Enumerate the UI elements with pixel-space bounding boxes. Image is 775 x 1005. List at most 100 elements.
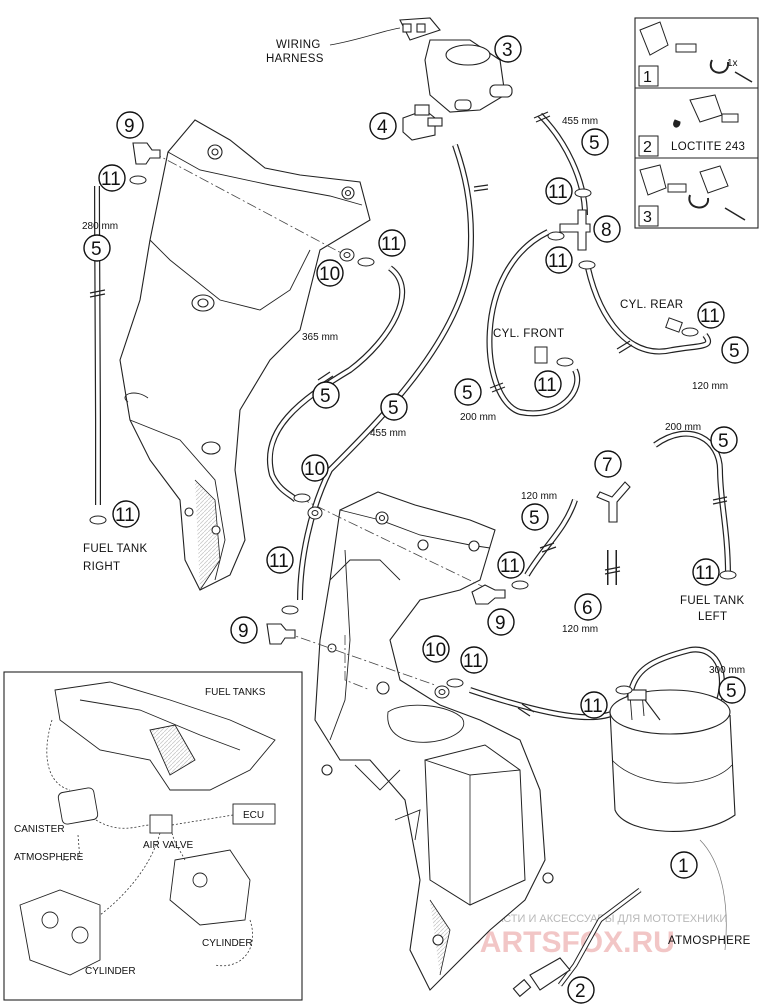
svg-text:5: 5	[726, 681, 737, 702]
svg-text:5: 5	[729, 341, 740, 362]
air-valve-part-3	[329, 17, 513, 113]
hose-clips-part-11	[89, 175, 737, 695]
inset-label-cylinder-right: CYLINDER	[202, 938, 253, 949]
callout-5-f: 5	[721, 336, 749, 364]
callout-11-j: 11	[460, 646, 488, 674]
callout-11-l: 11	[580, 691, 608, 719]
svg-text:10: 10	[304, 459, 325, 480]
callout-11-b: 11	[112, 500, 140, 528]
svg-text:11: 11	[537, 375, 557, 396]
label-cyl-front: CYL. FRONT	[493, 328, 564, 340]
svg-text:5: 5	[462, 383, 473, 404]
hoses-inner	[95, 113, 730, 719]
svg-text:11: 11	[548, 251, 568, 272]
valve-bracket-part-4	[402, 104, 443, 141]
svg-text:5: 5	[529, 508, 540, 529]
label-atmosphere: ATMOSPHERE	[668, 935, 751, 947]
callout-5-g: 5	[710, 426, 738, 454]
svg-text:3: 3	[502, 40, 513, 61]
legend-step-1-note: 1x	[727, 58, 738, 69]
callout-7: 7	[594, 450, 622, 478]
watermark: PARTSFOX.RU ЗАПЧАСТИ И АКСЕССУАРЫ ДЛЯ МО…	[462, 913, 727, 959]
t-piece-part-8	[559, 209, 591, 251]
callout-10-c: 10	[422, 635, 450, 663]
legend-step-2-note: LOCTITE 243	[671, 141, 745, 153]
callout-10-b: 10	[301, 454, 329, 482]
callout-11-k: 11	[692, 558, 720, 586]
callout-3: 3	[494, 35, 522, 63]
fuel-tank-right-shell	[119, 119, 371, 591]
callout-11-g: 11	[534, 370, 562, 398]
hose-lengths: 280 mm 365 mm 455 mm 455 mm 200 mm 120 m…	[82, 116, 745, 676]
length-120-rear: 120 mm	[692, 381, 728, 392]
svg-text:11: 11	[548, 182, 568, 203]
length-120-hose6: 120 mm	[562, 624, 598, 635]
watermark-tagline: ЗАПЧАСТИ И АКСЕССУАРЫ ДЛЯ МОТОТЕХНИКИ	[467, 913, 727, 925]
svg-text:5: 5	[388, 398, 399, 419]
label-fuel-tank-right-1: FUEL TANK	[83, 543, 148, 555]
legend-step-2: 2	[643, 139, 652, 156]
svg-text:10: 10	[425, 640, 446, 661]
callout-1: 1	[670, 851, 698, 879]
callout-11-f: 11	[545, 246, 573, 274]
length-365: 365 mm	[302, 332, 338, 343]
label-cyl-rear: CYL. REAR	[620, 299, 683, 311]
inset-label-cylinder-left: CYLINDER	[85, 966, 136, 977]
svg-text:5: 5	[320, 386, 331, 407]
callout-9-c: 9	[230, 616, 258, 644]
inset-label-fuel-tanks: FUEL TANKS	[205, 687, 266, 698]
length-200-left: 200 mm	[665, 422, 701, 433]
fuel-tank-left-shell	[314, 491, 554, 991]
svg-text:2: 2	[575, 981, 586, 1002]
callout-5-h: 5	[521, 503, 549, 531]
callouts: 1 2 3 4 5 5 5 5 5 5 5 5 5 6 7 8 9 9 9 10…	[83, 35, 749, 1004]
svg-text:5: 5	[589, 133, 600, 154]
length-300: 300 mm	[709, 665, 745, 676]
svg-text:8: 8	[601, 220, 612, 241]
callout-5-e: 5	[454, 378, 482, 406]
inset-label-atmosphere: ATMOSPHERE	[14, 852, 84, 863]
inset-label-air-valve: AIR VALVE	[143, 840, 194, 851]
fittings-part-9	[132, 142, 506, 645]
svg-text:7: 7	[602, 455, 613, 476]
inset-label-ecu: ECU	[243, 810, 264, 821]
svg-text:6: 6	[582, 598, 593, 619]
label-wiring-harness-1: WIRING	[276, 39, 321, 51]
assembly-steps-legend: 1 2 3 1x LOCTITE 243	[634, 17, 759, 229]
legend-step-1: 1	[643, 69, 652, 86]
callout-5-a: 5	[83, 234, 111, 262]
svg-text:11: 11	[500, 556, 520, 577]
svg-text:1: 1	[678, 856, 689, 877]
length-120-mid: 120 mm	[521, 491, 557, 502]
length-455-mid: 455 mm	[370, 428, 406, 439]
system-overview-inset: FUEL TANKS CANISTER ATMOSPHERE AIR VALVE…	[3, 671, 303, 1001]
callout-11-i: 11	[497, 551, 525, 579]
callout-5-i: 5	[718, 676, 746, 704]
callout-9-b: 9	[487, 608, 515, 636]
svg-text:11: 11	[115, 505, 135, 526]
label-fuel-tank-left-2: LEFT	[698, 611, 727, 623]
atmosphere-hose-part-2	[512, 888, 642, 998]
text-labels: WIRING HARNESS FUEL TANK RIGHT FUEL TANK…	[83, 39, 751, 947]
svg-text:4: 4	[377, 117, 388, 138]
assembly-lines	[151, 151, 491, 691]
callout-9-a: 9	[116, 111, 144, 139]
callout-10-a: 10	[316, 259, 344, 287]
svg-text:11: 11	[695, 563, 715, 584]
callout-5-d: 5	[380, 393, 408, 421]
callout-11-d: 11	[266, 546, 294, 574]
svg-text:10: 10	[319, 264, 340, 285]
label-fuel-tank-right-2: RIGHT	[83, 561, 120, 573]
carbon-canister	[609, 689, 736, 951]
svg-text:11: 11	[463, 651, 483, 672]
y-piece-part-7	[596, 481, 631, 523]
svg-text:11: 11	[700, 306, 720, 327]
label-fuel-tank-left-1: FUEL TANK	[680, 595, 745, 607]
svg-text:11: 11	[101, 169, 121, 190]
length-280: 280 mm	[82, 221, 118, 232]
callout-5-b: 5	[581, 128, 609, 156]
svg-text:11: 11	[583, 696, 603, 717]
callout-8: 8	[593, 215, 621, 243]
legend-step-3: 3	[643, 209, 652, 226]
